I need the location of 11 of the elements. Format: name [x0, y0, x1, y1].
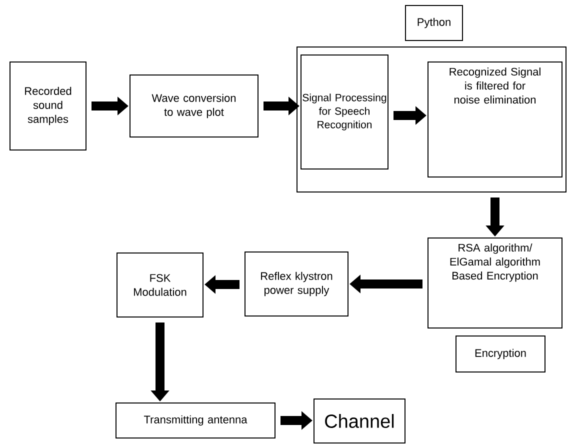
process-box: Signal Processing for Speech Recognition	[300, 54, 388, 170]
process-box: RSA algorithm/ ElGamal algorithm Based Encryption	[428, 238, 562, 328]
process-box: Channel	[314, 398, 406, 444]
process-box: Recorded sound samples	[10, 62, 86, 150]
process-box: Encryption	[456, 336, 546, 372]
process-box: Wave conversion to wave plot	[130, 74, 258, 138]
group-label: Python	[405, 5, 463, 41]
process-box: FSK Modulation	[116, 252, 204, 318]
process-box: Recognized Signal is filtered for noise elimination	[428, 62, 562, 178]
process-box: Transmitting antenna	[116, 402, 276, 438]
process-box: Reflex klystron power supply	[244, 252, 348, 316]
